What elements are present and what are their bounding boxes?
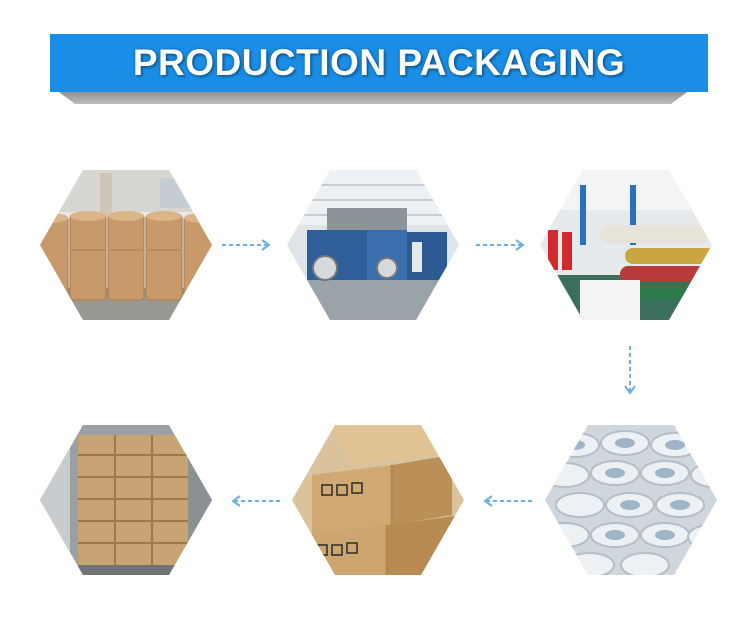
slitting-machine-photo: [540, 170, 712, 320]
arrow-right-icon: [222, 239, 271, 251]
arrow-right-icon: [476, 239, 525, 251]
step-image-slitting: [540, 170, 712, 320]
finished-tape-rolls-photo: [545, 425, 717, 575]
step-image-cartons: [292, 425, 464, 575]
step-image-tape-rolls: [40, 170, 212, 320]
packed-cartons-photo: [292, 425, 464, 575]
banner-shadow: [56, 90, 690, 104]
step-image-factory: [287, 170, 459, 320]
coating-machine-photo: [287, 170, 459, 320]
page-title: PRODUCTION PACKAGING: [132, 42, 626, 83]
step-image-finished-rolls: [545, 425, 717, 575]
arrow-left-icon: [231, 495, 280, 507]
step-image-container: [40, 425, 212, 575]
title-banner: PRODUCTION PACKAGING: [50, 34, 708, 92]
arrow-down-icon: [624, 346, 636, 395]
arrow-left-icon: [483, 495, 532, 507]
container-loading-photo: [40, 425, 212, 575]
tape-rolls-photo: [40, 170, 212, 320]
